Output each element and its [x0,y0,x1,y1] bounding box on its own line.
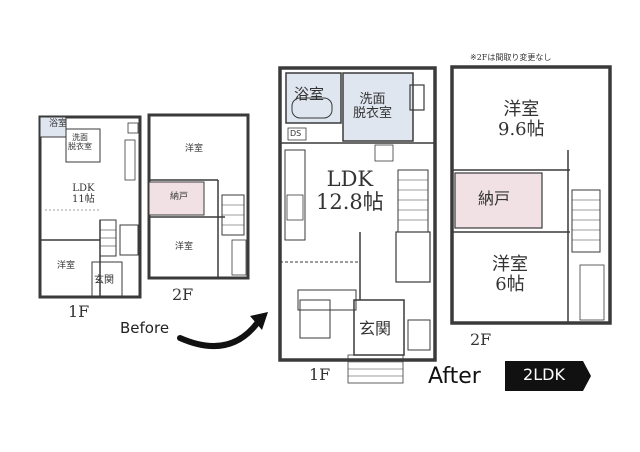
after-2f-western-top-label: 洋室 9.6帖 [498,99,545,140]
after-label: After [428,364,481,389]
before-after-arrow [177,312,268,349]
layout-type-badge: 2LDK [505,361,591,391]
before-label: Before [120,319,170,337]
after-1f-plan [278,66,437,384]
after-2f-closet-label: 納戸 [478,189,511,208]
after-bath-area [285,72,342,124]
after-ldk-label: LDK 12.8帖 [316,167,384,215]
after-washroom-label: 洗面 脱衣室 [353,92,393,122]
before-closet-area [148,181,205,216]
before-2f-western-top-label: 洋室 [185,144,204,154]
after-ds-box [287,127,307,141]
after-closet-area [454,172,543,229]
before-2f-plan [147,113,250,280]
before-bath-area [39,116,67,138]
before-ldk-label: LDK 11帖 [72,183,95,205]
after-1f-label: 1F [309,365,331,384]
before-bath-label: 浴室 [49,119,68,129]
after-2f-western-bottom-label: 洋室 6帖 [492,254,528,295]
after-entrance-label: 玄関 [359,319,392,338]
before-2f-closet-label: 納戸 [170,192,189,202]
before-entrance-area [91,261,123,298]
badge-shape [505,361,591,391]
before-western-label: 洋室 [57,261,76,271]
after-2f-label: 2F [470,330,492,349]
after-kitchen-counter [284,149,306,241]
before-washroom-label: 洗面 脱衣室 [68,133,92,151]
before-entrance-label: 玄関 [94,275,114,286]
after-bath-label: 浴室 [294,85,325,103]
before-1f-label: 1F [68,302,90,321]
before-washroom-area [65,128,101,163]
after-2f-plan [450,65,612,325]
before-1f-plan [38,115,142,299]
note-text: ※2Fは間取り変更なし [470,53,552,62]
after-washroom-area [342,72,414,142]
before-2f-western-bottom-label: 洋室 [175,242,194,252]
after-ds-label: DS [290,129,302,138]
before-2f-label: 2F [172,285,194,304]
layout-type-text: 2LDK [523,365,565,384]
after-2f-stair-area [571,189,601,253]
